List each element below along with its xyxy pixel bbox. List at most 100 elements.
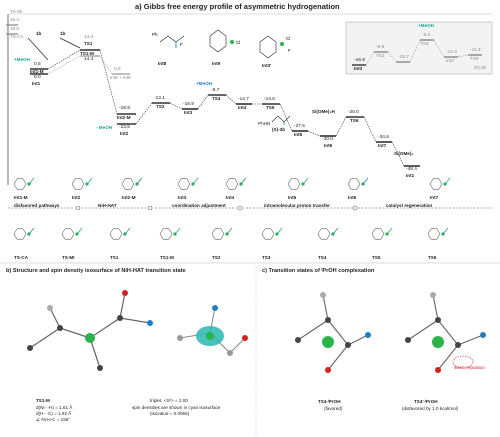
panel-c-ts4p-label: TS4'-ᴵPrOH bbox=[414, 399, 438, 404]
energy-m18.9: -18.9 bbox=[119, 106, 130, 111]
meoh-add-label: +MeOH bbox=[14, 57, 30, 62]
inset-ts5p-label: TS5' bbox=[470, 56, 480, 61]
panel-b-structure bbox=[27, 290, 248, 371]
int2-label: Int2 bbox=[120, 131, 129, 136]
molecule-sketch bbox=[71, 177, 93, 190]
energy-m34.6: -34.6 bbox=[378, 135, 389, 140]
panel-b-spin-2: spin densities are shown in cyan isosurf… bbox=[132, 405, 221, 410]
panel-c-title: Transition states of ᴵPrOH complexation bbox=[268, 268, 375, 274]
panel-b-title: Structure and spin density isosurface of… bbox=[12, 268, 186, 274]
molecule-sketch bbox=[61, 227, 83, 240]
row2-structure-label-1: TS-MI bbox=[62, 255, 75, 260]
meoh-remove-label: - MeOH bbox=[96, 125, 113, 130]
molecule-sketch bbox=[13, 227, 35, 240]
molecule-sketch bbox=[13, 177, 35, 190]
int6-label: Int6 bbox=[324, 143, 333, 148]
energy-0.0: 0.0 bbox=[34, 75, 41, 80]
row2-structure-label-3: TS1-M bbox=[160, 255, 174, 260]
row2-structure-label-2: TS1 bbox=[110, 255, 119, 260]
row1-structure-label-5: Int5 bbox=[288, 195, 297, 200]
inset-meoh-label: +MeOH bbox=[418, 23, 434, 28]
top-molecules: Ph F Cl Cl F bbox=[152, 29, 291, 59]
stage-label-1: NiH-HAT bbox=[98, 203, 117, 208]
ts5-label: TS5 bbox=[266, 105, 275, 110]
stage-label-3: intramolecular proton transfer bbox=[264, 203, 330, 208]
int1m-label: Int1-M bbox=[30, 69, 44, 74]
inset-energy-m11.3: -11.3 bbox=[470, 48, 481, 53]
row2-structure-label-4: TS2 bbox=[212, 255, 221, 260]
panel-b-metric-3: ∠ Ni-H-C = 156° bbox=[36, 417, 71, 422]
molecule-sketch bbox=[371, 227, 393, 240]
ts-ca-label: TS-CA bbox=[10, 34, 24, 39]
row1-structure-label-0: Int1-M bbox=[14, 195, 28, 200]
panel-b-ts-name: TS1-M bbox=[36, 398, 50, 403]
silane-label: Si(OMe)₃H bbox=[312, 109, 335, 114]
ts1-label: TS1 bbox=[84, 41, 93, 46]
product-s3b-label: (S)-3b bbox=[272, 127, 286, 132]
molecule-sketch bbox=[225, 177, 247, 190]
energy-m20.0: -20.0 bbox=[348, 110, 359, 115]
energy-m14.6: -14.6 bbox=[264, 97, 275, 102]
row2-structure-label-0: TS-CA bbox=[14, 255, 29, 260]
molecule-sketch bbox=[347, 177, 369, 190]
energy-0.5: 0.5 bbox=[34, 62, 41, 67]
ts-mi-value: 18.4 bbox=[10, 17, 19, 22]
panel-c-steric-label: steric repulsion bbox=[454, 365, 485, 370]
stage-label-4: catalyst regeneration bbox=[386, 203, 433, 208]
int8-9-label: Int8 + Int9 bbox=[110, 75, 131, 80]
int1-label: Int1 bbox=[32, 81, 41, 86]
inset-ts3-label: TS3 bbox=[376, 53, 385, 58]
ts6-label: TS6 bbox=[350, 118, 359, 123]
energy-m14.7: -14.7 bbox=[238, 97, 249, 102]
ts1m-label: TS1-M bbox=[80, 51, 94, 56]
inset-ts4p-label: TS4' bbox=[420, 41, 430, 46]
svg-text:Cl: Cl bbox=[236, 40, 240, 45]
row2-structure-label-8: TS6 bbox=[428, 255, 437, 260]
int9-label: Int9 bbox=[212, 61, 221, 66]
inset-product-label: (R)-3b bbox=[474, 65, 486, 70]
energy-14.4b: 14.4 bbox=[84, 57, 94, 62]
svg-text:Ph: Ph bbox=[152, 32, 158, 37]
int2m-label: Int2-M bbox=[117, 115, 131, 120]
row1-structure-label-3: Int3 bbox=[178, 195, 187, 200]
int8-label: Int8 bbox=[158, 61, 167, 66]
reactant-1b-label: 1b bbox=[36, 31, 42, 36]
energy-m48.4: -48.4 bbox=[406, 167, 417, 172]
molecule-sketch bbox=[159, 227, 181, 240]
molecule-sketch bbox=[317, 227, 339, 240]
molecule-sketch bbox=[177, 177, 199, 190]
molecule-sketch bbox=[427, 227, 449, 240]
molecule-sketch bbox=[211, 227, 233, 240]
int3p-label: Int3' bbox=[262, 63, 272, 68]
int1-end-label: Int1 bbox=[406, 173, 415, 178]
panel-a-title: a) Gibbs free energy profile of asymmetr… bbox=[135, 2, 340, 11]
row1-structure-label-2: Int2-M bbox=[122, 195, 136, 200]
ts2-label: TS2 bbox=[156, 104, 165, 109]
ts-mi-label: TS-MI bbox=[10, 9, 23, 14]
inset-int3-label: Int3 bbox=[354, 66, 363, 71]
product-formula: PhHN bbox=[258, 121, 271, 126]
int5-label: Int5 bbox=[294, 132, 303, 137]
panel-c-structures bbox=[295, 292, 486, 373]
int3-label: Int3 bbox=[184, 110, 193, 115]
energy-m13.1: -13.1 bbox=[154, 96, 165, 101]
row1-structure-label-6: Int6 bbox=[348, 195, 357, 200]
molecule-sketch bbox=[287, 177, 309, 190]
inset-energy-m5.2: -5.2 bbox=[422, 33, 431, 38]
inset-energy-m9.8: -9.8 bbox=[376, 45, 385, 50]
energy-m9.7: -9.7 bbox=[211, 88, 220, 93]
molecule-sketch bbox=[429, 177, 451, 190]
ts-ca-value: 18.0 bbox=[10, 26, 19, 31]
molecule-sketch bbox=[109, 227, 131, 240]
row1-structure-label-4: Int4 bbox=[226, 195, 235, 200]
panel-c-ts4p-note: (disfavored by 1.0 kcal/mol) bbox=[402, 406, 459, 411]
molecule-sketch bbox=[121, 177, 143, 190]
int4-label: Int4 bbox=[238, 105, 247, 110]
ts4-label: TS4 bbox=[212, 96, 221, 101]
svg-text:Cl: Cl bbox=[286, 36, 290, 41]
inset-energy-m16.9: -16.9 bbox=[354, 58, 365, 63]
row2-structure-label-6: TS4 bbox=[318, 255, 327, 260]
stage-label-0: disfavored pathways bbox=[14, 203, 60, 208]
